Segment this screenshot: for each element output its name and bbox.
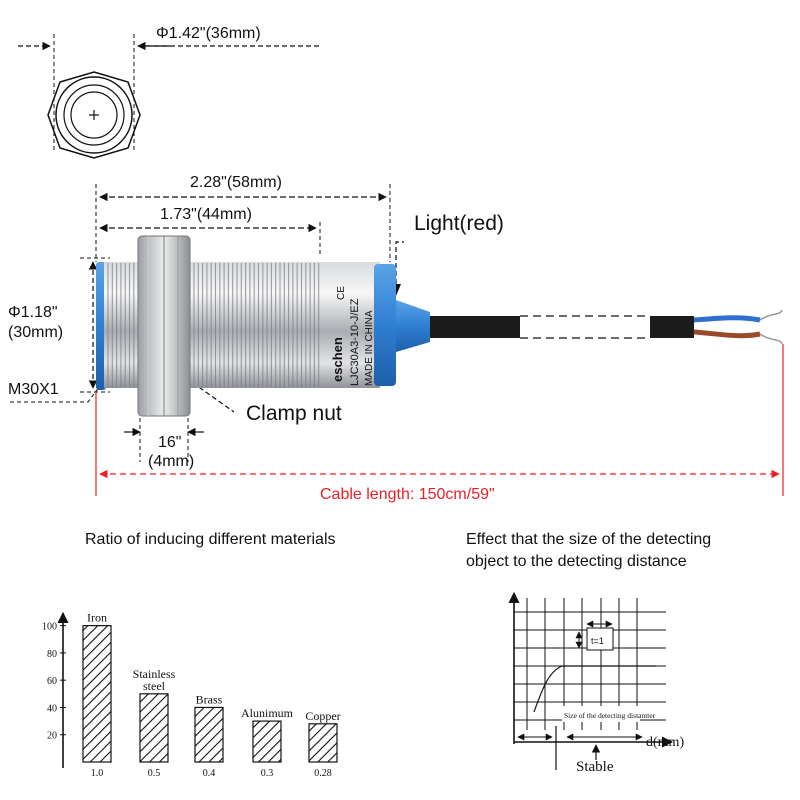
- thread-spec-label: M30X1: [8, 381, 59, 398]
- bar-label: Stainless: [133, 667, 176, 681]
- sensor-origin: MADE IN CHINA: [364, 310, 375, 386]
- ce-mark: CE: [336, 286, 347, 300]
- y-tick-label: 20: [47, 731, 57, 742]
- t-label: t=1: [591, 636, 604, 646]
- sensor-model: LJC30A3-10-J/EZ: [349, 298, 361, 386]
- bar-label: Copper: [305, 709, 340, 723]
- bar-label: Brass: [196, 692, 223, 706]
- x-axis-label: d(mm): [646, 735, 685, 750]
- ratio-label: 0.28: [314, 768, 332, 779]
- materials-chart: 20 40 60 80 100 Iron steelStainlessBrassAluni…: [42, 611, 341, 779]
- cable-length-label: Cable length: 150cm/59": [320, 486, 495, 503]
- overall-length-label: 2.28"(58mm): [190, 174, 282, 191]
- clamp-nut-label: Clamp nut: [246, 402, 342, 425]
- thread-lines: [107, 263, 320, 387]
- bar: [194, 706, 224, 763]
- thread-length-label: 1.73"(44mm): [160, 206, 252, 223]
- inner-size-label: Size of the detecting distantter: [564, 711, 656, 720]
- ratio-label: 0.4: [203, 768, 216, 779]
- bar-label: steel: [143, 679, 166, 693]
- size-effect-title-2: object to the detecting distance: [466, 553, 687, 570]
- diameter-body-label-1: Φ1.18": [8, 304, 58, 321]
- sensor-brand: eschen: [330, 337, 345, 382]
- side-dimensions: [10, 184, 404, 462]
- distance-effect-diagram: Size of the detecting distantter t=1: [508, 591, 674, 770]
- y-axis-ticks: 20 40 60 80 100: [42, 622, 66, 742]
- bar: [252, 720, 282, 763]
- bar: [139, 693, 169, 763]
- bars: [82, 625, 338, 763]
- end-view: [18, 34, 320, 159]
- ratio-label: 1.0: [91, 768, 104, 779]
- bar-label: Iron: [87, 611, 107, 625]
- nut-width-label-2: (4mm): [148, 453, 195, 470]
- y-tick-label: 80: [47, 649, 57, 660]
- diameter-body-label-2: (30mm): [8, 324, 64, 341]
- y-tick-label: 40: [47, 703, 57, 714]
- bar: [308, 723, 338, 763]
- stable-label: Stable: [576, 759, 614, 775]
- sensor-print: eschen LJC30A3-10-J/EZ MADE IN CHINA CE: [330, 286, 375, 386]
- sensor-body: [96, 235, 783, 417]
- cable-length-dimension: [95, 344, 784, 496]
- y-tick-label: 60: [47, 676, 57, 687]
- y-tick-label: 100: [42, 622, 57, 633]
- ratio-label: 0.3: [261, 768, 274, 779]
- size-effect-title-1: Effect that the size of the detecting: [466, 531, 712, 548]
- bar-label: Alunimum: [241, 706, 294, 720]
- diameter-top-label: Φ1.42"(36mm): [156, 25, 261, 42]
- nut-width-label-1: 16": [158, 434, 182, 451]
- light-label: Light(red): [414, 212, 504, 235]
- bar: [82, 625, 112, 763]
- ratio-labels: 1.0 0.5 0.4 0.3 0.28: [91, 768, 332, 779]
- ratio-label: 0.5: [148, 768, 161, 779]
- materials-title: Ratio of inducing different materials: [85, 531, 336, 548]
